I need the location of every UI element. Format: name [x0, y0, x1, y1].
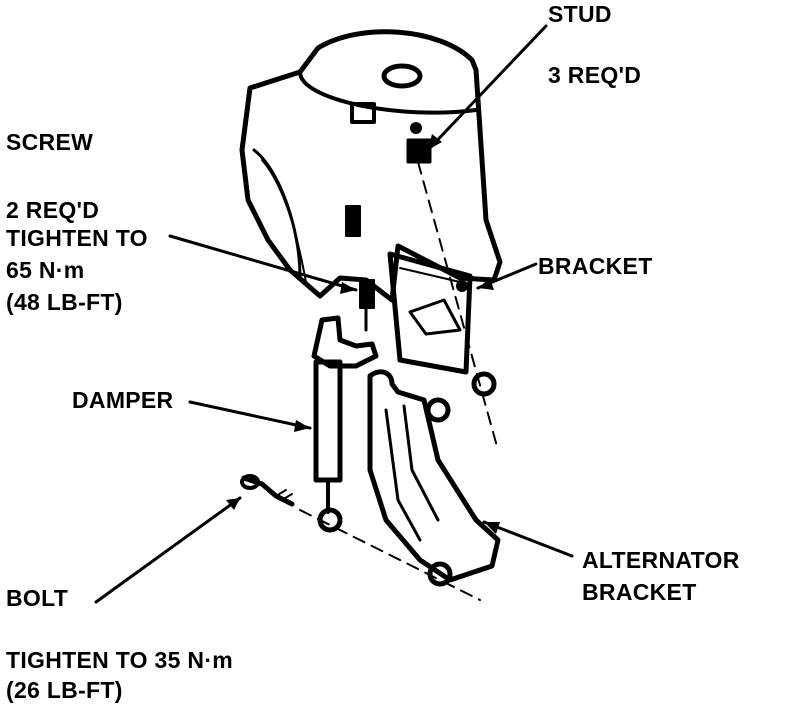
alternator-bracket-label-line-1: ALTERNATOR	[582, 547, 740, 573]
screw-label: SCREW	[6, 129, 94, 155]
damper-leader	[188, 400, 312, 430]
engine-housing	[239, 29, 503, 303]
bolt-part	[240, 474, 295, 507]
mount-bracket	[387, 251, 473, 375]
screw-part	[359, 279, 375, 332]
alternator-bracket-label-line-2: BRACKET	[582, 579, 697, 605]
stud-leader	[426, 24, 548, 152]
bolt-leader	[94, 496, 242, 604]
arrowheads	[226, 134, 500, 534]
stud-quantity: 3 REQ'D	[548, 62, 642, 88]
bolt-centerline	[299, 509, 481, 601]
nut-2	[425, 397, 451, 423]
housing-top-details	[345, 63, 432, 237]
nut-1	[471, 371, 497, 397]
alternator-bracket-leader	[482, 520, 574, 558]
alternator-bracket-part	[367, 369, 501, 587]
damper-label: DAMPER	[72, 387, 174, 413]
screw-torque-line-2: 65 N·m	[6, 257, 85, 283]
screw-quantity: 2 REQ'D	[6, 197, 100, 223]
stud-label: STUD	[548, 1, 612, 27]
screw-leader	[168, 234, 358, 292]
stud-centerline	[417, 161, 499, 451]
screw-torque-line-3: (48 LB-FT)	[6, 289, 123, 315]
screw-torque-line-1: TIGHTEN TO	[6, 225, 148, 251]
bolt-label: BOLT	[6, 585, 69, 611]
bracket-label: BRACKET	[538, 253, 653, 279]
bolt-torque-line-1: TIGHTEN TO 35 N·m	[6, 647, 234, 673]
damper-part	[311, 315, 379, 533]
bolt-torque-line-2: (26 LB-FT)	[6, 677, 123, 703]
leader-lines	[94, 24, 574, 604]
